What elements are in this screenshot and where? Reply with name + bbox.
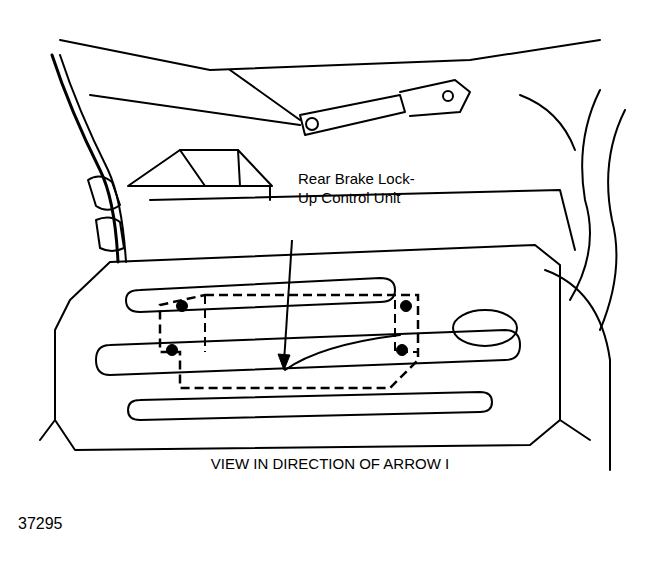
figure-number: 37295 <box>18 514 118 534</box>
view-caption: VIEW IN DIRECTION OF ARROW I <box>150 455 510 474</box>
part-label: Rear Brake Lock-Up Control Unit <box>298 170 422 208</box>
